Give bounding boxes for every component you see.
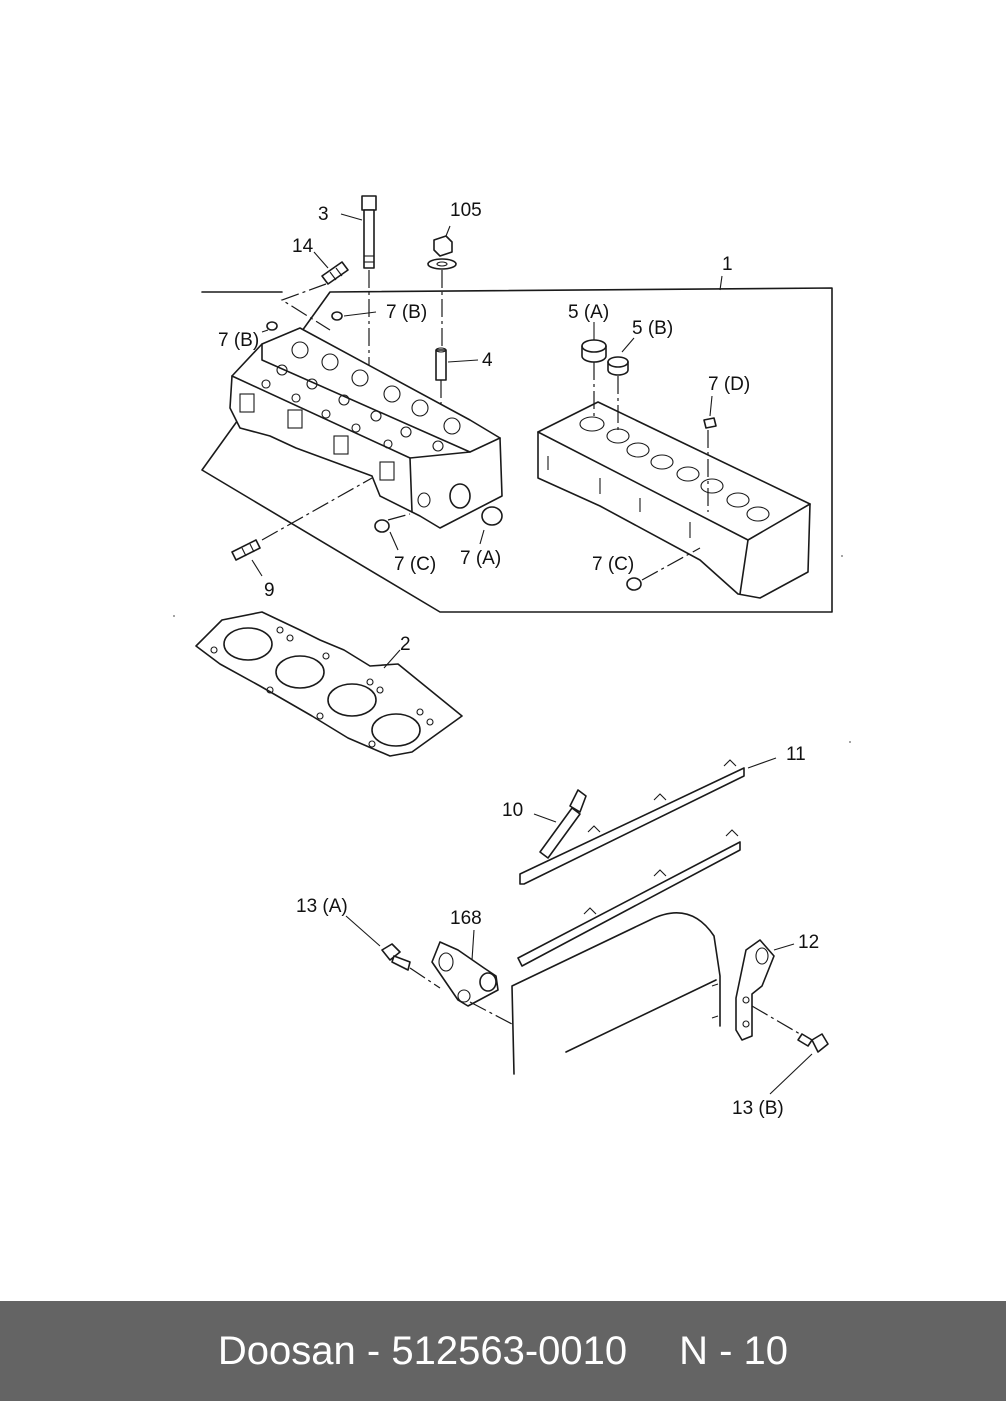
bracket-12-part (735, 939, 795, 1041)
connector-rail-part (517, 757, 777, 967)
label-11: 11 (786, 744, 806, 765)
label-105: 105 (450, 200, 482, 221)
bolt-13b-part (751, 1005, 829, 1095)
label-4: 4 (482, 350, 493, 371)
bracket-168-part (431, 929, 513, 1025)
label-14: 14 (292, 236, 314, 257)
exploded-parts-diagram: 3 105 14 1 7 (B) 7 (B) 5 (A) 5 (B) 4 7 (… (173, 195, 851, 1119)
label-7c-left: 7 (C) (394, 554, 436, 575)
label-12: 12 (798, 932, 819, 953)
label-7d: 7 (D) (708, 374, 750, 395)
label-2: 2 (400, 634, 411, 655)
stud-part (280, 251, 349, 331)
label-5b: 5 (B) (632, 318, 673, 339)
expansion-plugs-part (581, 322, 635, 432)
label-1: 1 (722, 254, 733, 275)
stud-9-part (231, 477, 373, 577)
label-13a: 13 (A) (296, 896, 348, 917)
head-bolt-part (340, 195, 377, 380)
label-10: 10 (502, 800, 523, 821)
cylinder-block-part (537, 401, 811, 599)
label-9: 9 (264, 580, 275, 601)
glow-plug-part (533, 789, 587, 859)
nut-washer-part (427, 225, 457, 350)
label-13b: 13 (B) (732, 1098, 784, 1119)
head-gasket-part (195, 611, 463, 757)
bolt-13a-part (345, 915, 441, 989)
assembly-frame (201, 287, 833, 613)
engine-cover-outline (511, 912, 721, 1075)
label-7c-right: 7 (C) (592, 554, 634, 575)
footer-page-number: N - 10 (679, 1328, 789, 1373)
label-7b-left: 7 (B) (218, 330, 259, 351)
label-5a: 5 (A) (568, 302, 609, 323)
cylinder-head-part (229, 327, 503, 529)
footer-bar: Doosan - 512563-0010 N - 10 (0, 1301, 1006, 1401)
label-168: 168 (450, 908, 482, 929)
label-3: 3 (318, 204, 329, 225)
footer-part-number: Doosan - 512563-0010 (217, 1328, 628, 1373)
label-7a: 7 (A) (460, 548, 501, 569)
label-7b-top: 7 (B) (386, 302, 427, 323)
